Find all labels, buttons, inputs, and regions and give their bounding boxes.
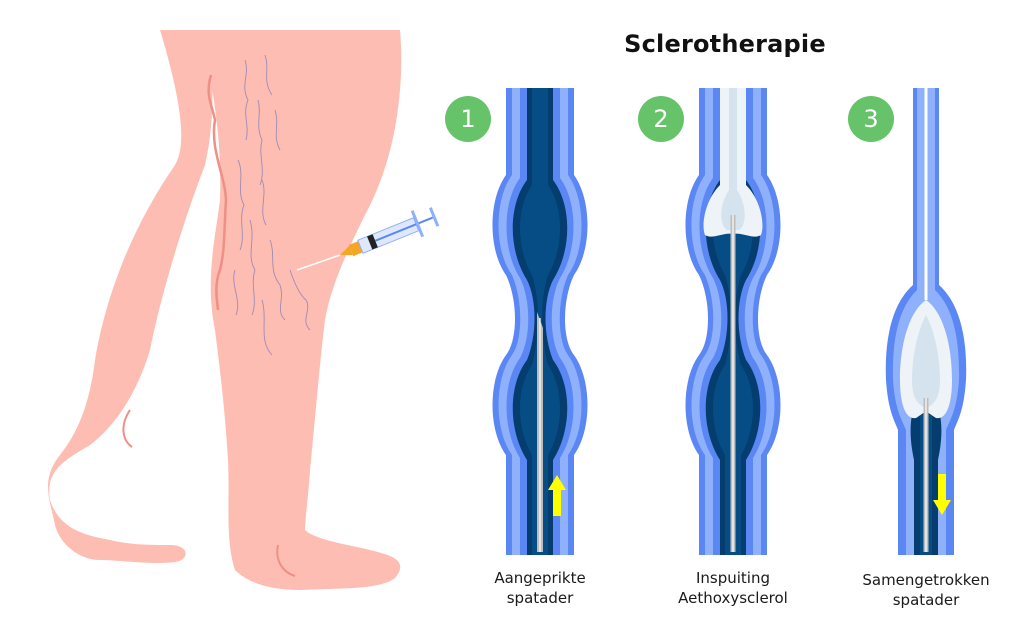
vein-step-1 [492, 88, 588, 555]
crease [276, 544, 296, 577]
caption-line: Inspuiting [695, 569, 771, 587]
step-badge-2: 2 [638, 96, 684, 142]
leg-illustration [48, 30, 440, 590]
caption-line: spatader [506, 589, 574, 607]
caption-line: spatader [892, 591, 960, 609]
caption-step-2: Inspuiting Aethoxysclerol [658, 568, 808, 608]
spider-veins [233, 54, 311, 356]
arrow-down-icon [933, 474, 951, 515]
vein-step-2 [685, 88, 781, 555]
needle [296, 254, 341, 271]
syringe-icon [340, 207, 440, 257]
caption-line: Samengetrokken [862, 571, 990, 589]
caption-line: Aangeprikte [494, 569, 586, 587]
varicose-vein-line [207, 74, 228, 311]
step-badge-3: 3 [848, 96, 894, 142]
foam [703, 88, 763, 237]
front-leg [200, 30, 402, 590]
back-leg [48, 30, 213, 563]
step-badge-1: 1 [445, 96, 491, 142]
caption-step-3: Samengetrokken spatader [851, 570, 1001, 610]
arrow-up-icon [548, 475, 566, 516]
caption-line: Aethoxysclerol [678, 589, 788, 607]
foam [900, 300, 952, 419]
caption-step-1: Aangeprikte spatader [465, 568, 615, 608]
page-title: Sclerotherapie [624, 30, 826, 58]
vein-step-3 [885, 88, 967, 555]
crease [122, 409, 133, 448]
